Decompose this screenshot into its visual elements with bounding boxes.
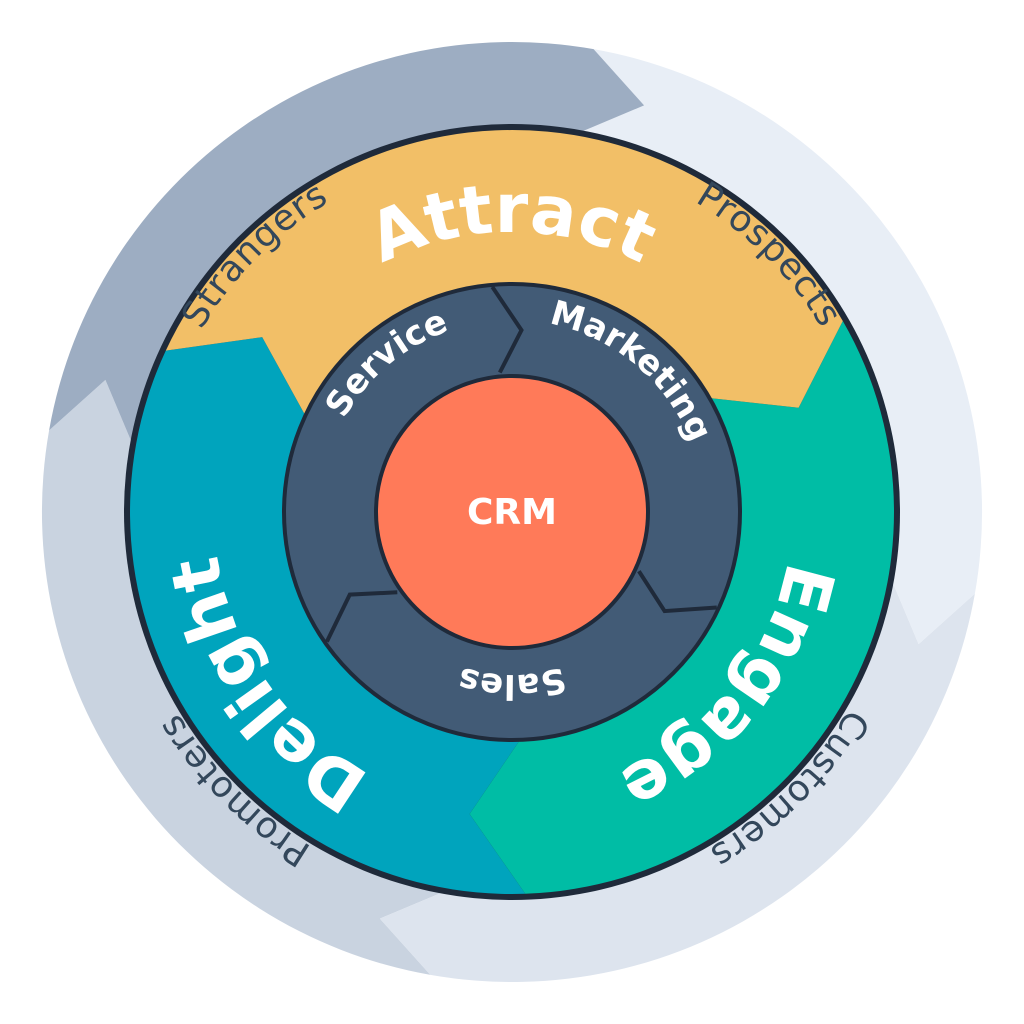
stage-segment-engage	[469, 321, 894, 894]
stage-segment-delight	[130, 337, 526, 895]
teams-divider	[637, 570, 717, 614]
label-crm: CRM	[467, 492, 557, 533]
outer-segment-promoters	[41, 379, 446, 975]
outer-segment-prospects	[578, 49, 983, 645]
outer-segment-strangers	[49, 41, 645, 446]
teams-divider	[325, 590, 398, 643]
outer-segment-customers	[379, 578, 975, 983]
teams-divider	[490, 285, 524, 374]
crm-core	[374, 374, 650, 650]
label-sales: Sales	[454, 659, 570, 707]
stage-segment-attract	[165, 130, 843, 416]
